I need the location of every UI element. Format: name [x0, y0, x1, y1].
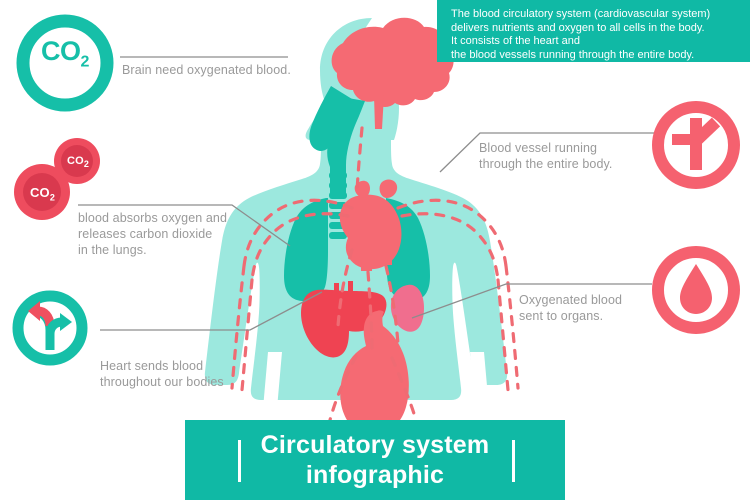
- vessel-torso-right: [384, 264, 400, 346]
- liver-duct-right: [348, 281, 353, 293]
- leg-gap-left: [262, 352, 282, 420]
- vessel-leg-right: [390, 356, 418, 422]
- co2-bubble-small-label: CO2: [66, 155, 90, 170]
- co2-bubble-small-inner: [61, 145, 93, 177]
- callout-heart-text: Heart sends blood throughout our bodies: [100, 359, 224, 389]
- callout-vessel-text: Blood vessel running through the entire …: [479, 141, 613, 171]
- callout-brain-text: Brain need oxygenated blood.: [122, 63, 291, 77]
- brain-stem: [374, 95, 384, 129]
- co2-bubble-large-label: CO2: [29, 185, 56, 203]
- callout-oxygenated-text: Oxygenated blood sent to organs.: [519, 293, 623, 323]
- heart-vessel-b: [379, 179, 398, 198]
- co2-bubble-large-inner: [23, 173, 61, 211]
- leader-lungs: [78, 204, 291, 247]
- stomach: [340, 310, 409, 435]
- vessel-arm-right-a: [504, 264, 520, 390]
- vessel-shoulder-left: [242, 198, 354, 268]
- brain: [331, 17, 454, 129]
- arrow-head-left: [28, 301, 40, 321]
- vessel-arm-left-a: [230, 264, 246, 390]
- leader-heart: [100, 291, 323, 331]
- vessel-torso-left: [336, 248, 354, 328]
- vessel-shoulder-right: [396, 198, 508, 268]
- vessel-leg-left: [328, 354, 358, 422]
- drop-shape: [680, 264, 712, 314]
- vessel-neck: [355, 126, 364, 194]
- callout-lungs-text: blood absorbs oxygen and releases carbon…: [78, 211, 228, 257]
- page-title: Circulatory system infographic: [260, 431, 490, 489]
- vessel-branch-diag: [691, 117, 721, 146]
- spleen: [390, 284, 424, 332]
- leg-gap-right: [470, 352, 490, 420]
- vessel-branch-side: [672, 134, 698, 145]
- intro-text: The blood circulatory system (cardiovasc…: [451, 8, 711, 61]
- leader-vessel: [439, 132, 664, 173]
- liver-duct-left: [334, 283, 339, 293]
- arrow-head-right: [60, 313, 72, 331]
- leader-oxygenated: [411, 283, 652, 319]
- arrow-stem: [45, 326, 55, 350]
- banner-divider-right: [512, 440, 515, 482]
- lung-left: [284, 198, 328, 302]
- co2-ring-label: CO2: [41, 36, 89, 71]
- vessel-torso-center: [366, 270, 374, 354]
- vessel-shoulder-left-2: [250, 212, 350, 282]
- liver: [301, 281, 387, 358]
- banner-divider-left: [238, 440, 241, 482]
- vena-cava: [383, 243, 392, 265]
- title-banner: [185, 420, 565, 500]
- vessel-arm-right-b: [496, 278, 510, 392]
- vessel-shoulder-right-2: [400, 212, 500, 282]
- intro-box: [437, 0, 750, 62]
- aorta-descending: [361, 245, 372, 271]
